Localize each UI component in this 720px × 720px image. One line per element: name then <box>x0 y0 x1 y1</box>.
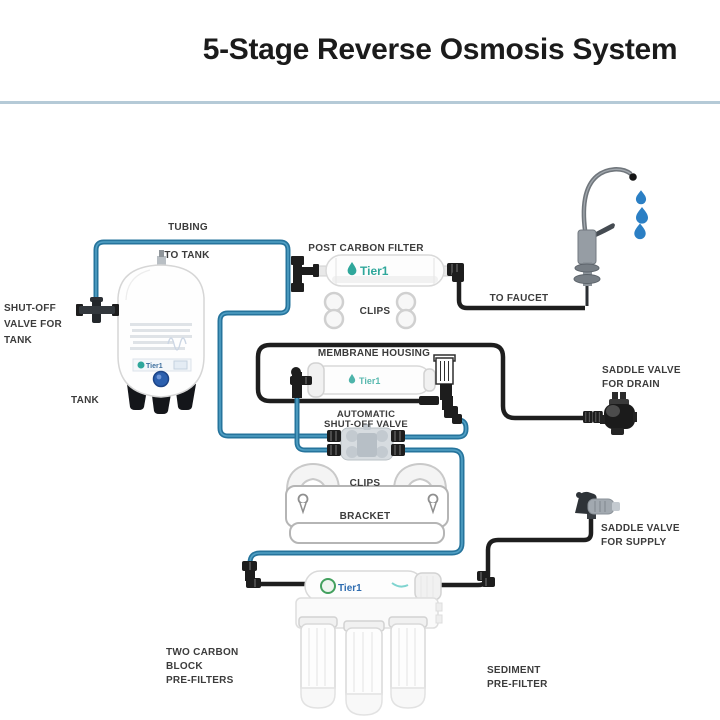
post-carbon-filter-graphic: Tier1 <box>291 254 464 292</box>
label-bracket: BRACKET <box>339 511 391 522</box>
tank-brand-droplet-icon <box>137 361 145 369</box>
bracket-keyhole <box>427 493 439 505</box>
header-separator-line <box>0 101 720 104</box>
post-carbon-inlet-tee-fitting <box>291 256 319 292</box>
membrane-loop-tubing <box>255 342 585 421</box>
aso-port-fitting <box>390 429 406 443</box>
aso-port-fitting <box>390 443 406 457</box>
label-membrane-housing: MEMBRANE HOUSING <box>317 348 431 359</box>
tank-graphic: Tier1 <box>117 250 205 414</box>
label-automatic-shutoff-valve: AUTOMATIC SHUT-OFF VALVE <box>324 409 408 430</box>
label-two-carbon-block-prefilters: TWO CARBON BLOCK PRE-FILTERS <box>166 647 239 686</box>
membrane-brand-text: Tier1 <box>359 376 380 386</box>
tank-top-nipple <box>157 256 166 266</box>
tank-valve-button <box>152 370 170 388</box>
bracket-keyhole <box>297 493 309 505</box>
water-drops <box>634 190 648 240</box>
supply-saddle-valve-graphic <box>575 491 620 519</box>
membrane-inlet-elbow-fitting <box>290 367 312 398</box>
faucet-body <box>577 229 597 265</box>
tank-shutoff-valve-graphic <box>76 297 119 323</box>
unit-filter-housing <box>298 616 338 709</box>
unit-brand-badge-icon <box>320 578 336 594</box>
unit-filter-housing <box>343 620 385 716</box>
label-saddle-valve-for-drain: SADDLE VALVE FOR DRAIN <box>602 365 681 390</box>
bracket-graphic <box>285 485 449 544</box>
automatic-shutoff-valve-graphic <box>326 424 406 461</box>
aso-port-fitting <box>326 429 342 443</box>
top-clips-graphic <box>323 291 417 330</box>
prefilter-inlet-elbow-fitting <box>242 561 261 588</box>
label-tank: TANK <box>70 395 100 406</box>
label-post-carbon-filter: POST CARBON FILTER <box>308 243 424 254</box>
faucet-handle <box>594 223 615 237</box>
label-clips-top: CLIPS <box>359 306 391 317</box>
tank-brand-text: Tier1 <box>146 363 163 370</box>
label-to-tank: TO TANK <box>164 250 210 261</box>
label-tubing: TUBING <box>168 222 208 233</box>
page-title: 5-Stage Reverse Osmosis System <box>202 33 678 66</box>
unit-filter-housing <box>388 616 428 709</box>
flow-restrictor-and-drain-fittings <box>419 354 462 424</box>
faucet-graphic <box>573 167 648 286</box>
label-clips-bottom: CLIPS <box>349 478 381 489</box>
label-shutoff-valve-for-tank: SHUT-OFF VALVE FOR TANK <box>4 303 62 346</box>
label-to-faucet: TO FAUCET <box>489 293 549 304</box>
post-carbon-brand-text: Tier1 <box>360 264 389 278</box>
aso-port-fitting <box>326 443 342 457</box>
post-carbon-outlet-elbow-fitting <box>447 263 464 282</box>
supply-valve-body <box>587 498 615 515</box>
faucet-spout-tip <box>629 173 637 181</box>
prefilter-unit-graphic: Tier1 <box>295 570 443 716</box>
supply-line-elbow-fitting <box>477 571 495 587</box>
membrane-housing-graphic: Tier1 <box>290 354 462 424</box>
label-sediment-prefilter: SEDIMENT PRE-FILTER <box>487 665 548 690</box>
label-saddle-valve-for-supply: SADDLE VALVE FOR SUPPLY <box>601 523 680 548</box>
unit-brand-text: Tier1 <box>338 583 362 594</box>
drain-saddle-valve-graphic <box>582 392 637 435</box>
tank-label-text-lines <box>130 323 192 350</box>
